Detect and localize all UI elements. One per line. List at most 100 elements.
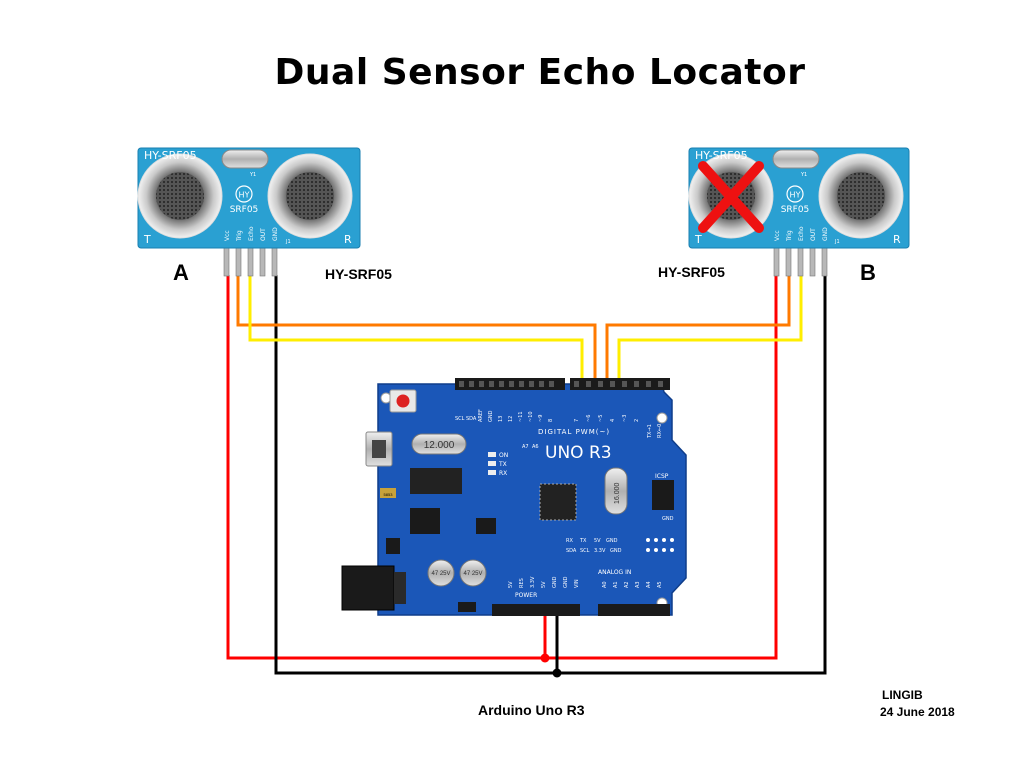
- capacitor-1-label: 47 25V: [431, 571, 450, 577]
- wire-black-a: [274, 275, 557, 675]
- pin-scl: SCL: [455, 416, 465, 422]
- sensor-b-logo: HY: [790, 191, 801, 200]
- arduino-caption: Arduino Uno R3: [478, 702, 585, 718]
- led-tx-label: TX: [498, 461, 507, 468]
- pin-12: 12: [508, 416, 514, 422]
- reg-label: 5853: [384, 492, 394, 497]
- sensor-a-pin-gnd: GND: [272, 227, 279, 241]
- sensor-b-pin-gnd: GND: [822, 227, 829, 241]
- pin-2: 2: [634, 419, 640, 422]
- digital-header-holes: [459, 381, 663, 387]
- power-pin-33v: 3.3V: [530, 576, 536, 588]
- analog-a7-label: A7: [522, 444, 529, 450]
- diagram-title: Dual Sensor Echo Locator: [274, 52, 806, 93]
- voltage-regulator: [410, 508, 440, 534]
- sensor-a-silk-top: HY-SRF05: [144, 149, 197, 162]
- analog-pin-a0: A0: [602, 581, 608, 588]
- serial-sda: SDA: [566, 548, 577, 554]
- wires: [226, 275, 827, 678]
- sensor-b-silk-model: SRF05: [781, 205, 810, 215]
- wire-red-a: [226, 275, 545, 660]
- analog-pin-a4: A4: [646, 581, 652, 588]
- led-rx-label: RX: [499, 470, 507, 477]
- digital-label: DIGITAL PWM(~): [538, 428, 610, 436]
- serial-5v: 5V: [594, 538, 601, 544]
- sensor-a: HY HY-SRF05 SRF05 Y1 T R J1 Vcc Trig Ech…: [137, 147, 361, 277]
- serial-scl: SCL: [580, 548, 590, 554]
- crystal-12mhz: [411, 433, 467, 455]
- sensor-a-corner-r: R: [344, 233, 352, 246]
- pin-4: 4: [610, 419, 616, 422]
- usb-chip: [410, 468, 462, 494]
- sensor-a-pin-vcc: Vcc: [224, 230, 231, 241]
- sensor-b-corner-r: R: [893, 233, 901, 246]
- power-pin-labels: 5V RES 3.3V 5V GND GND VIN: [508, 576, 580, 588]
- junction-black: [552, 668, 562, 678]
- sensor-a-letter: A: [173, 260, 189, 285]
- analog-in-label: ANALOG IN: [598, 569, 631, 576]
- power-pin-5v2: 5V: [541, 581, 547, 588]
- pin-rx0: RX←0: [657, 424, 663, 438]
- power-header: [492, 604, 580, 616]
- reset-button-cap: [396, 394, 410, 408]
- author-label: LINGIB: [882, 688, 923, 702]
- pin-aref: AREF: [478, 409, 484, 422]
- pin-13: 13: [498, 416, 504, 422]
- sensor-a-pin-echo: Echo: [248, 226, 255, 241]
- sensor-b: HY HY-SRF05 SRF05 Y1 T R J1 Vcc Trig Ech…: [688, 147, 910, 277]
- pin-sda: SDA: [466, 416, 477, 422]
- pin-11: ~11: [518, 411, 524, 422]
- sensor-b-silk-top: HY-SRF05: [695, 149, 748, 162]
- sensor-b-pin-vcc: Vcc: [774, 230, 781, 241]
- capacitor-2-label: 47 25V: [463, 571, 482, 577]
- sensor-a-pin-out: OUT: [260, 228, 267, 241]
- pin-tx1: TX→1: [647, 424, 653, 439]
- junction-red: [540, 653, 550, 663]
- sensor-b-crystal-label: Y1: [800, 172, 807, 178]
- sensor-b-corner-t: T: [694, 233, 702, 246]
- analog-pin-labels: A0 A1 A2 A3 A4 A5: [602, 581, 663, 588]
- capacitor-2: 47 25V: [459, 559, 487, 587]
- serial-gnd: GND: [606, 538, 618, 544]
- icsp-label: ICSP: [655, 473, 669, 480]
- pin-7: 7: [574, 419, 580, 422]
- sensor-a-crystal: [221, 149, 269, 169]
- sensor-a-logo-icon: [235, 185, 253, 203]
- sensor-a-j1: J1: [285, 239, 291, 245]
- serial-tx: TX: [579, 538, 587, 544]
- pin-9: ~9: [538, 415, 544, 422]
- wire-yellow-a: [248, 275, 584, 388]
- pin-5: ~5: [598, 415, 604, 422]
- top-pin-labels: SCL SDA AREF GND 13 12 ~11 ~10 ~9 8 7 ~6…: [455, 409, 663, 439]
- analog-header: [598, 604, 670, 616]
- pin-3: ~3: [622, 415, 628, 422]
- analog-pin-a2: A2: [624, 581, 630, 588]
- analog-pin-a5: A5: [657, 581, 663, 588]
- pin-gnd: GND: [488, 410, 494, 422]
- capacitor-1: 47 25V: [427, 559, 455, 587]
- sensor-b-letter: B: [860, 260, 876, 285]
- digital-header-right: [570, 378, 670, 390]
- sensor-a-logo: HY: [239, 191, 250, 200]
- power-pin-vin: VIN: [574, 579, 580, 588]
- mcu-chip: [539, 483, 577, 521]
- wire-orange-b: [605, 275, 791, 388]
- sensor-a-transducer-right: [267, 153, 353, 239]
- sensor-b-j1: J1: [834, 239, 840, 245]
- sensor-b-cross-icon: [698, 161, 764, 233]
- wire-orange-a: [236, 275, 597, 388]
- crystal-16mhz: [604, 467, 628, 515]
- sensor-b-pin-trig: Trig: [786, 230, 793, 242]
- sensor-b-model-label: HY-SRF05: [658, 264, 725, 280]
- sensor-a-model-label: HY-SRF05: [325, 266, 392, 282]
- sensor-a-pin-trig: Trig: [236, 230, 243, 242]
- led-on-label: ON: [499, 452, 508, 459]
- crystal-12mhz-label: 12.000: [424, 440, 455, 451]
- serial-gnd2: GND: [610, 548, 622, 554]
- date-label: 24 June 2018: [880, 705, 955, 719]
- pin-10: ~10: [528, 411, 534, 422]
- pin-8: 8: [548, 419, 554, 422]
- sensor-a-crystal-label: Y1: [249, 172, 256, 178]
- board-name: UNO R3: [545, 443, 612, 463]
